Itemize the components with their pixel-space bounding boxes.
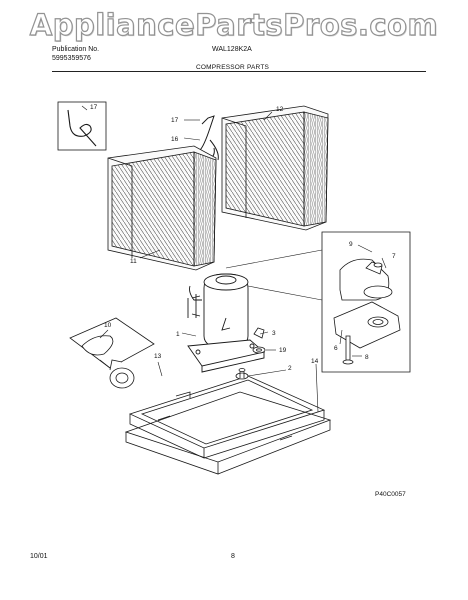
coil-12 (221, 105, 329, 231)
base-pan-13 (128, 375, 326, 459)
callout-label: 8 (365, 354, 369, 361)
page-number: 8 (231, 553, 235, 560)
publication-number: 5995359576 (52, 55, 91, 62)
inset-tube-17 (57, 101, 107, 151)
diagram-code: P40C0057 (375, 491, 406, 498)
callout-label: 1 (176, 331, 180, 338)
callout-label: 13 (154, 353, 162, 360)
model-number: WAL128K2A (212, 46, 252, 53)
inset-mount-parts (321, 231, 411, 373)
callout-label: 17 (171, 117, 179, 124)
callout-label: 6 (334, 345, 338, 352)
callout-leaders (81, 105, 387, 413)
compressor-1 (187, 273, 265, 373)
publication-label: Publication No. (52, 46, 100, 53)
callout-label: 2 (288, 365, 292, 372)
grommet-3-19 (252, 327, 266, 354)
capacitor-10 (69, 317, 155, 389)
coil-11 (107, 145, 217, 271)
callout-label: 16 (171, 136, 179, 143)
header-rule (52, 71, 426, 72)
callout-label: 14 (311, 358, 319, 365)
callout-label: 19 (279, 347, 287, 354)
base-tray-14 (124, 391, 332, 475)
section-title: COMPRESSOR PARTS (196, 64, 270, 71)
callout-labels: 17 12 17 16 11 9 7 10 1 3 19 6 8 13 14 2 (90, 104, 396, 372)
callout-label: 11 (130, 258, 137, 265)
site-watermark: AppliancePartsPros.com (29, 7, 439, 42)
callout-label: 9 (349, 241, 353, 248)
callout-label: 10 (104, 322, 112, 329)
revision-date: 10/01 (30, 553, 48, 560)
mount-bolt-2 (235, 368, 249, 380)
callout-label: 12 (276, 106, 284, 113)
callout-label: 3 (272, 330, 276, 337)
callout-label: 17 (90, 104, 98, 111)
inset-leader-lines (225, 249, 323, 301)
callout-label: 7 (392, 253, 396, 260)
